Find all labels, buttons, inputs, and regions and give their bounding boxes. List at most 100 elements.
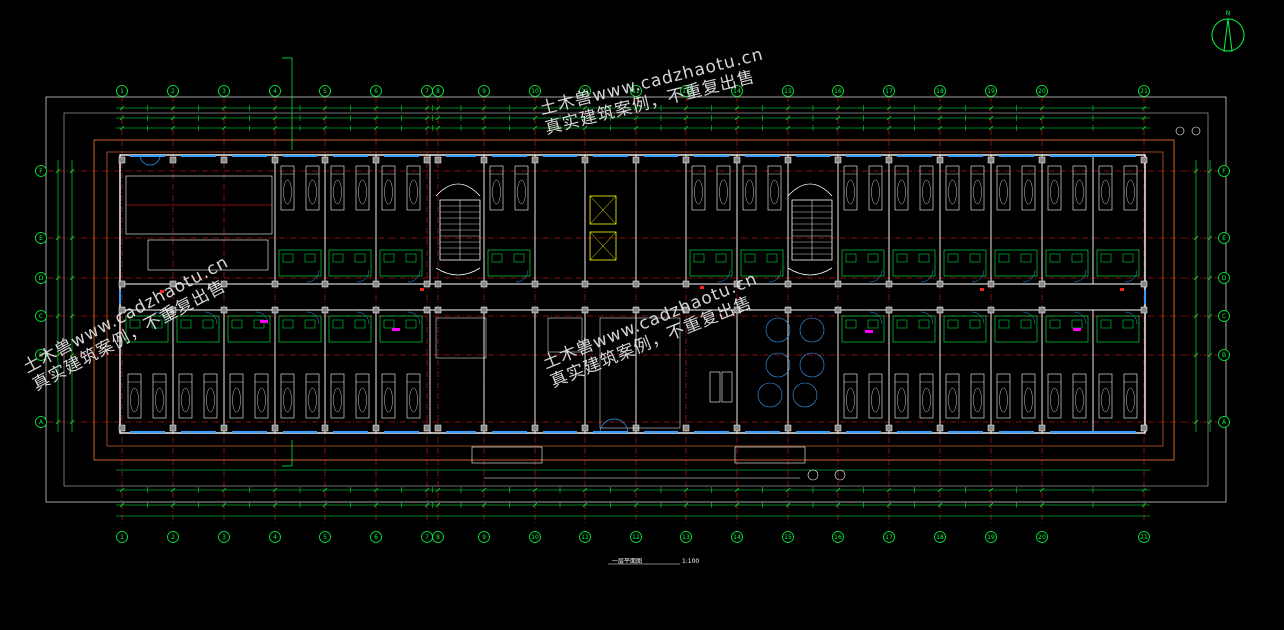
structural-column xyxy=(434,424,442,432)
axis-bubble-circle xyxy=(1138,531,1150,543)
toilet xyxy=(896,319,908,329)
door-swing xyxy=(971,311,985,325)
toilet xyxy=(129,319,141,329)
bed-cover xyxy=(1126,387,1135,413)
dimension-tick xyxy=(170,487,176,493)
axis-bubble-circle xyxy=(883,531,895,543)
magenta-marker xyxy=(865,330,873,333)
bed-cover xyxy=(922,179,931,205)
sink xyxy=(1122,319,1134,329)
dimension-tick xyxy=(835,502,841,508)
axis-bubble-circle xyxy=(529,85,541,97)
rooms xyxy=(125,57,1201,565)
toilet xyxy=(383,253,395,263)
axis-bubble-circle xyxy=(1218,165,1230,177)
structural-column xyxy=(169,306,177,314)
bed-cover xyxy=(384,179,393,205)
axis-bubble-label: 17 xyxy=(885,88,893,95)
door-swing xyxy=(1073,269,1087,283)
bed xyxy=(1123,373,1138,419)
axis-bubble-label: D xyxy=(1222,275,1227,282)
dimension-tick xyxy=(734,502,740,508)
axis-bubble: 14 xyxy=(731,85,743,97)
structural-column xyxy=(321,156,329,164)
elevator-cross xyxy=(589,231,617,261)
door-swing xyxy=(1124,269,1138,283)
bed xyxy=(203,373,218,419)
ward-room xyxy=(892,311,936,419)
axis-bubble-label: D xyxy=(39,275,44,282)
axis-bubble-label: 9 xyxy=(482,88,486,95)
axis-bubble: E xyxy=(35,232,47,244)
axis-bubble: 2 xyxy=(167,85,179,97)
axis-bubble-label: A xyxy=(1222,419,1227,426)
structural-column xyxy=(987,424,995,432)
structural-column xyxy=(531,156,539,164)
red-marker xyxy=(980,288,984,291)
dimension-tick xyxy=(322,115,328,121)
axis-bubble-circle xyxy=(1138,85,1150,97)
axis-bubble: 13 xyxy=(680,531,692,543)
axis-bubble-label: 8 xyxy=(436,88,440,95)
axis-bubble-label: 4 xyxy=(273,534,277,541)
structural-column xyxy=(885,280,893,288)
bathroom xyxy=(841,249,885,277)
dimension-tick xyxy=(69,313,75,319)
red-marker xyxy=(160,290,164,293)
axis-bubble-circle xyxy=(35,232,47,244)
sink xyxy=(151,319,163,329)
drawing-scale: 1:100 xyxy=(681,558,700,565)
dimension-tick xyxy=(322,502,328,508)
dimension-tick xyxy=(119,105,125,111)
dimension-tick xyxy=(1193,275,1199,281)
bed-cover xyxy=(694,179,703,205)
ward-room xyxy=(125,311,169,419)
axis-bubble-circle xyxy=(579,85,591,97)
dimension-tick xyxy=(1141,105,1147,111)
axis-bubble-circle xyxy=(832,531,844,543)
dimension-tick xyxy=(435,125,441,131)
sink xyxy=(1020,253,1032,263)
detail-bubble xyxy=(834,469,846,481)
axis-bubble: 5 xyxy=(319,85,331,97)
bathroom xyxy=(892,315,936,343)
bed-cover xyxy=(973,179,982,205)
bed xyxy=(945,165,960,211)
bed xyxy=(1047,373,1062,419)
bed xyxy=(716,165,731,211)
axis-bubble: C xyxy=(1218,310,1230,322)
stair-curve xyxy=(787,183,833,197)
bed-cover xyxy=(492,179,501,205)
bed xyxy=(894,165,909,211)
stair-curve xyxy=(435,183,481,197)
axis-bubble: B xyxy=(1218,349,1230,361)
dimension-tick xyxy=(1193,235,1199,241)
axis-bubble-label: 19 xyxy=(987,534,995,541)
door-swing xyxy=(356,311,370,325)
axis-bubble-label: 13 xyxy=(682,88,690,95)
structural-column xyxy=(118,280,126,288)
ward-room xyxy=(994,165,1038,283)
toilet xyxy=(947,253,959,263)
structural-column xyxy=(581,306,589,314)
structural-column xyxy=(784,156,792,164)
ward-room xyxy=(379,311,423,419)
ward-room xyxy=(1045,311,1089,419)
dimension-tick xyxy=(373,502,379,508)
dimension-tick xyxy=(69,419,75,425)
structural-column xyxy=(834,424,842,432)
toilet xyxy=(282,253,294,263)
axis-bubble: B xyxy=(35,349,47,361)
round-furniture xyxy=(757,382,783,408)
bed xyxy=(305,165,320,211)
bathroom xyxy=(1045,249,1089,277)
axis-bubble-label: 8 xyxy=(436,534,440,541)
axis-bubble-circle xyxy=(1036,85,1048,97)
axis-bubble-label: 20 xyxy=(1038,88,1046,95)
structural-column xyxy=(220,280,228,288)
sink xyxy=(1020,319,1032,329)
dimension-tick xyxy=(424,105,430,111)
dimension-tick xyxy=(1207,235,1213,241)
detail-bubble xyxy=(1175,126,1185,136)
red-marker xyxy=(420,288,424,291)
